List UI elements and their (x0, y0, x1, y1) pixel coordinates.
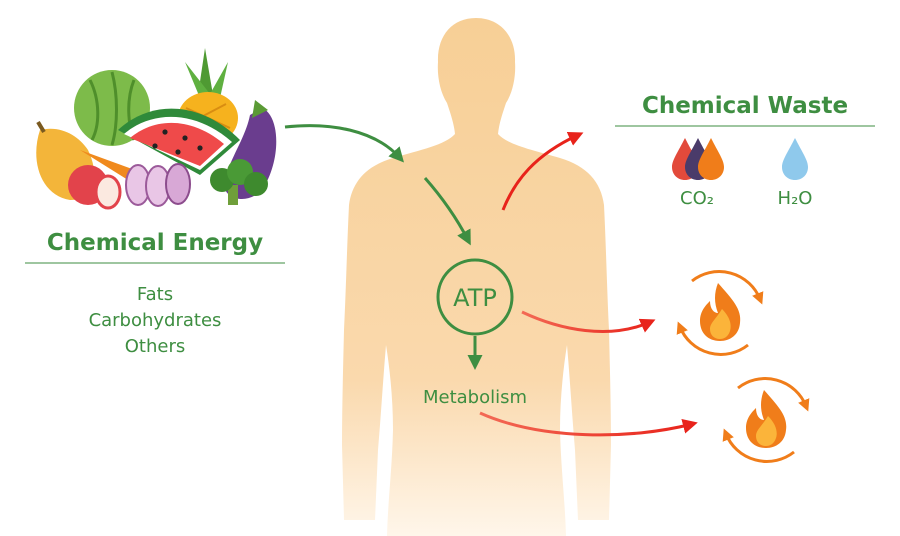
energy-item-others: Others (125, 336, 186, 357)
atp-circle (436, 258, 514, 336)
fruits-vegetables-icon (36, 48, 277, 210)
energy-item-carbohydrates: Carbohydrates (89, 310, 222, 331)
atp-label: ATP (453, 284, 497, 312)
chemical-energy-title: Chemical Energy (47, 230, 263, 256)
water-drop-icon (782, 138, 808, 180)
co2-drops-icon (672, 138, 724, 180)
heat-flame-icon (722, 377, 810, 463)
body-to-atp-arrow (423, 177, 471, 246)
chemical-waste-title: Chemical Waste (642, 93, 848, 119)
body-to-waste-arrow (501, 131, 584, 211)
co2-label: CO₂ (680, 188, 714, 209)
metabolism-to-heat-arrow (479, 411, 698, 437)
h2o-label: H₂O (778, 188, 813, 209)
human-body-icon (342, 18, 611, 536)
food-to-body-arrow (284, 124, 404, 163)
atp-to-heat-arrow (521, 310, 656, 333)
energy-item-fats: Fats (137, 284, 173, 305)
metabolism-label: Metabolism (423, 387, 527, 408)
heat-flame-icon (676, 270, 764, 356)
